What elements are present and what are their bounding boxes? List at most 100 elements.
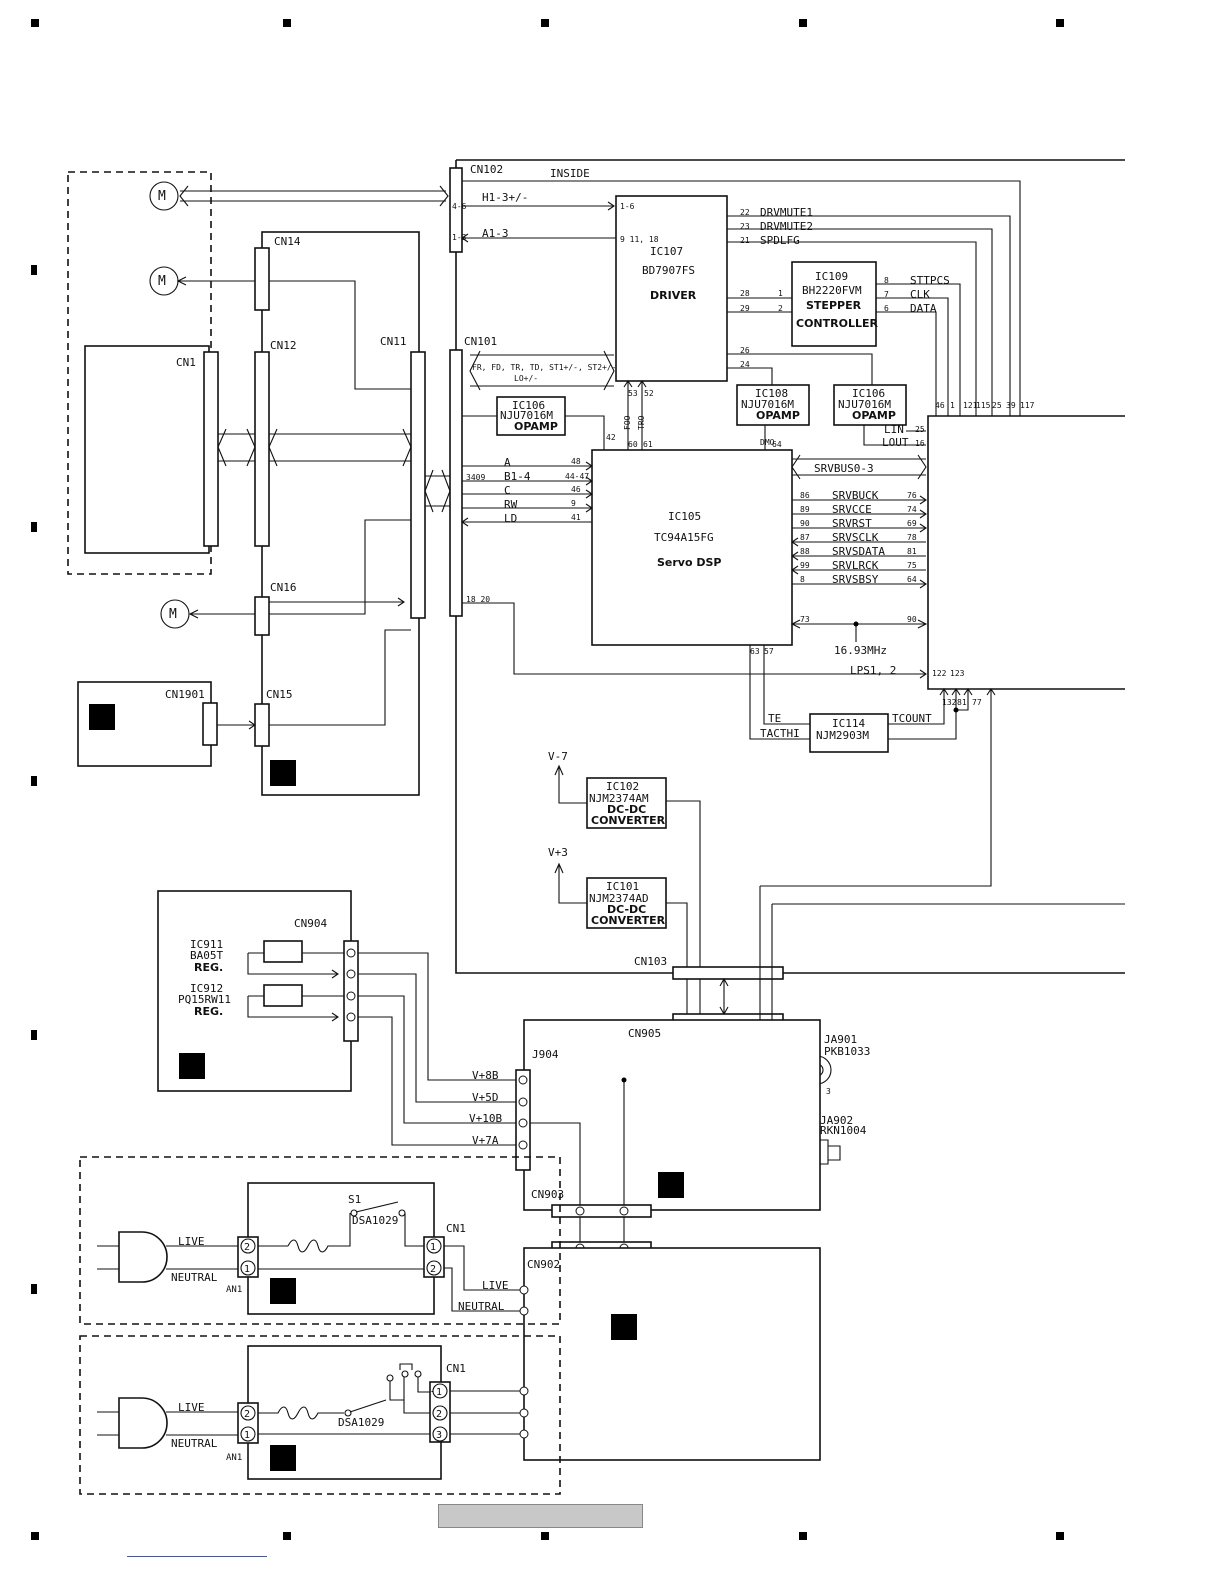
pin-label: 21 [740,236,750,245]
ic114-ref: IC114 [832,717,865,730]
pin-label: 1 [430,1242,436,1253]
pin-label: 78 [907,533,917,542]
ic106a-part: NJU7016M [500,409,553,422]
ic102-part: NJM2374AM [589,792,649,805]
ic109-func: STEPPER [806,299,862,312]
pin-label: 123 [950,669,965,678]
pin-label: 87 [800,533,810,542]
ic109-stepper-controller [791,261,877,347]
pin-label: 1-6 [620,202,635,211]
cn15-label: CN15 [266,688,293,701]
pin-label: 48 [571,457,581,466]
cn101-label: CN101 [464,335,497,348]
ic109-ref: IC109 [815,270,848,283]
ic106b-func: OPAMP [852,409,896,422]
motor-icon: M [149,266,179,296]
pin-label: 122 [932,669,947,678]
rw-signal: RW [504,498,518,511]
ld-signal: LD [504,512,517,525]
b14-signal: B1-4 [504,470,531,483]
pin-label: 26 [740,346,750,355]
pin-label: 1-3 [452,233,467,242]
ic109-part: BH2220FVM [802,284,862,297]
relay-board [261,231,420,796]
pin-label: 39 [1006,401,1016,410]
ic114-part: NJM2903M [816,729,869,742]
pin-label: 121 [963,401,978,410]
cn903-connector [551,1204,652,1218]
srvbuck-signal: SRVBUCK [832,489,879,502]
pin-label: 3409 [466,473,485,482]
lin-signal: LIN [884,423,904,436]
main-power-board [523,1247,821,1461]
pin-label: 90 [800,519,810,528]
pin-label: 9 11, 18 [620,235,659,244]
pin-label: 75 [907,561,917,570]
neutral-label: NEUTRAL [171,1437,218,1450]
pin-label: 88 [800,547,810,556]
pin-label: 117 [1020,401,1035,410]
cn902-label: CN902 [527,1258,560,1271]
pin-label: 16 [915,439,925,448]
pin-label: 3 [826,1087,831,1096]
ic101-func: DC-DC [607,903,646,916]
pin-label: 1 [244,1264,250,1275]
c-signal: C [504,484,511,497]
live-label: LIVE [178,1235,205,1248]
pin-label: 8 [884,276,889,285]
ja902-part: RKN1004 [820,1124,867,1137]
svg-text:M: M [158,189,166,204]
ic101-dcdc-converter [586,877,667,929]
registration-marks [31,19,1064,1540]
ic911-regulator [263,940,303,963]
lout-signal: LOUT [882,436,909,449]
pin-label: 1 [778,289,783,298]
ac-inlet-frame-1 [79,1156,561,1325]
ic108-part: NJU7016M [741,398,794,411]
srvlrck-signal: SRVLRCK [832,559,879,572]
srv-signal-lines [791,495,927,589]
pin-label: 63 [750,647,760,656]
cn102-connector [449,167,463,253]
pin-label: 24 [740,360,750,369]
ic108-ref: IC108 [755,387,788,400]
main-cpu-block [927,415,1125,690]
pin-label: 77 [972,698,982,707]
ic106b-ref: IC106 [852,387,885,400]
pin-label: 81 [957,698,967,707]
j904-label: J904 [532,1048,559,1061]
cn12-label: CN12 [270,339,297,352]
tro-signal: TRO [637,415,646,430]
vm7-rail: V-7 [548,750,568,763]
cn904-pins [346,948,356,1022]
ic106-opamp-right [833,384,907,426]
motor-icon: M [160,599,190,629]
drvmute1-signal: DRVMUTE1 [760,206,813,219]
pin-label: 25 [915,425,925,434]
fuse-icon [258,1406,344,1420]
pin-label: 86 [800,491,810,500]
ic912-ref: IC912 [190,982,223,995]
pin-label: 74 [907,505,917,514]
footer-link-line [127,1556,267,1557]
ic107-part: BD7907FS [642,264,695,277]
lps-signal: LPS1, 2 [850,664,896,677]
ic108-opamp [736,384,810,426]
pin-label: 52 [644,389,654,398]
cn101-connector [449,349,463,617]
svg-text:M: M [169,607,177,622]
motor-icon: M [149,181,179,211]
cn11-label: CN11 [380,335,407,348]
ic101-ref: IC101 [606,880,639,893]
s1-ref: S1 [348,1193,361,1206]
pin-label: 42 [606,433,616,442]
ic911-part: BA05T [190,949,223,962]
pin-label: 1 [950,401,955,410]
ic107-ref: IC107 [650,245,683,258]
lo-signal: LO+/- [514,374,538,383]
a13-signal: A1-3 [482,227,509,240]
pin-label: 8 [800,575,805,584]
pin-label: 81 [907,547,917,556]
pin-label: 7 [884,290,889,299]
